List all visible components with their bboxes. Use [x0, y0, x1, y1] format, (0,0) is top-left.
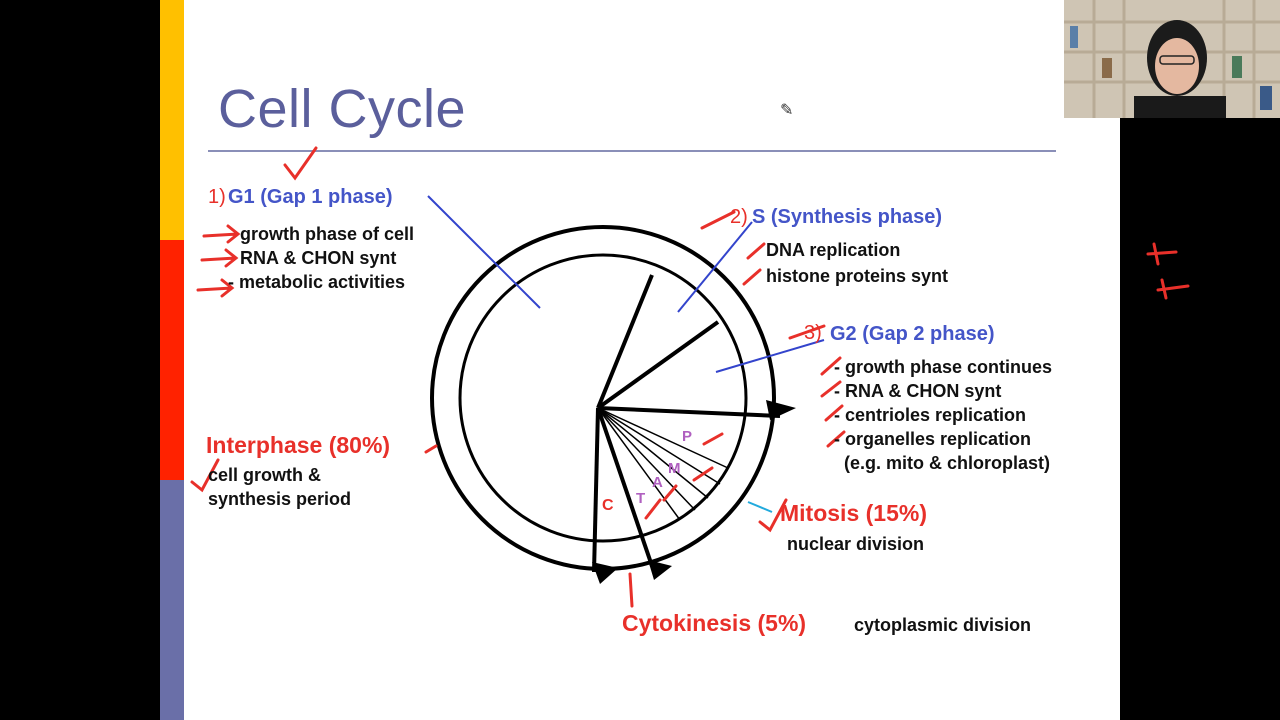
- g2-item-4: - organelles replication: [834, 429, 1032, 449]
- accent-bar-slate: [160, 480, 184, 720]
- webcam-feed: [1064, 0, 1280, 118]
- inner-ring: [458, 253, 748, 543]
- pencil-cursor-icon: ✎: [780, 102, 794, 119]
- presenter-webcam: [1064, 0, 1280, 118]
- g1-item-3: - metabolic activities: [228, 272, 406, 292]
- sector-lines: [592, 274, 781, 573]
- mitosis-pointer: [747, 501, 773, 513]
- cytokinesis-desc: cytoplasmic division: [854, 615, 1032, 635]
- g1-item-1: growth phase of cell: [240, 224, 415, 244]
- handwritten-annotations: [190, 146, 846, 608]
- accent-bar-yellow: [160, 0, 184, 240]
- interphase-desc-line2: synthesis period: [208, 489, 352, 509]
- s-number: 2): [730, 206, 748, 228]
- s-item-2: histone proteins synt: [766, 266, 949, 286]
- arrowhead-g2: [766, 400, 796, 420]
- accent-bar-red: [160, 240, 184, 480]
- arrowhead-c: [592, 562, 618, 584]
- phase-letter-a: A: [652, 474, 663, 491]
- g1-number: 1): [208, 186, 226, 208]
- phase-letter-t: T: [636, 490, 646, 507]
- cell-cycle-diagram: [190, 146, 846, 608]
- phase-letter-p: P: [682, 428, 693, 445]
- phase-letter-c: C: [602, 497, 614, 514]
- mitosis-fan-lines: [597, 407, 729, 521]
- g2-item-3: - centrioles replication: [834, 405, 1027, 425]
- slide-title: Cell Cycle: [218, 79, 467, 139]
- mitosis-desc: nuclear division: [787, 534, 925, 554]
- g2-heading: G2 (Gap 2 phase): [830, 323, 995, 345]
- g2-item-2: - RNA & CHON synt: [834, 381, 1002, 401]
- g2-item-1: - growth phase continues: [834, 357, 1053, 377]
- g2-number: 3): [804, 322, 822, 344]
- g2-item-5: (e.g. mito & chloroplast): [844, 453, 1051, 473]
- g1-item-2: RNA & CHON synt: [240, 248, 397, 268]
- cytokinesis-heading: Cytokinesis (5%): [622, 610, 807, 636]
- g1-heading: G1 (Gap 1 phase): [228, 186, 393, 208]
- title-divider: [208, 150, 1056, 152]
- mitosis-heading: Mitosis (15%): [780, 500, 927, 526]
- s-item-1: DNA replication: [766, 240, 901, 260]
- arrowhead-m: [648, 560, 672, 580]
- pointer-lines: [427, 195, 825, 373]
- interphase-desc-line1: cell growth &: [208, 465, 322, 485]
- interphase-heading: Interphase (80%): [206, 432, 391, 458]
- s-heading: S (Synthesis phase): [752, 206, 943, 228]
- presentation-slide: Cell Cycle ✎: [160, 0, 1120, 720]
- phase-letter-m: M: [668, 460, 681, 477]
- margin-handwriting: [1146, 242, 1190, 300]
